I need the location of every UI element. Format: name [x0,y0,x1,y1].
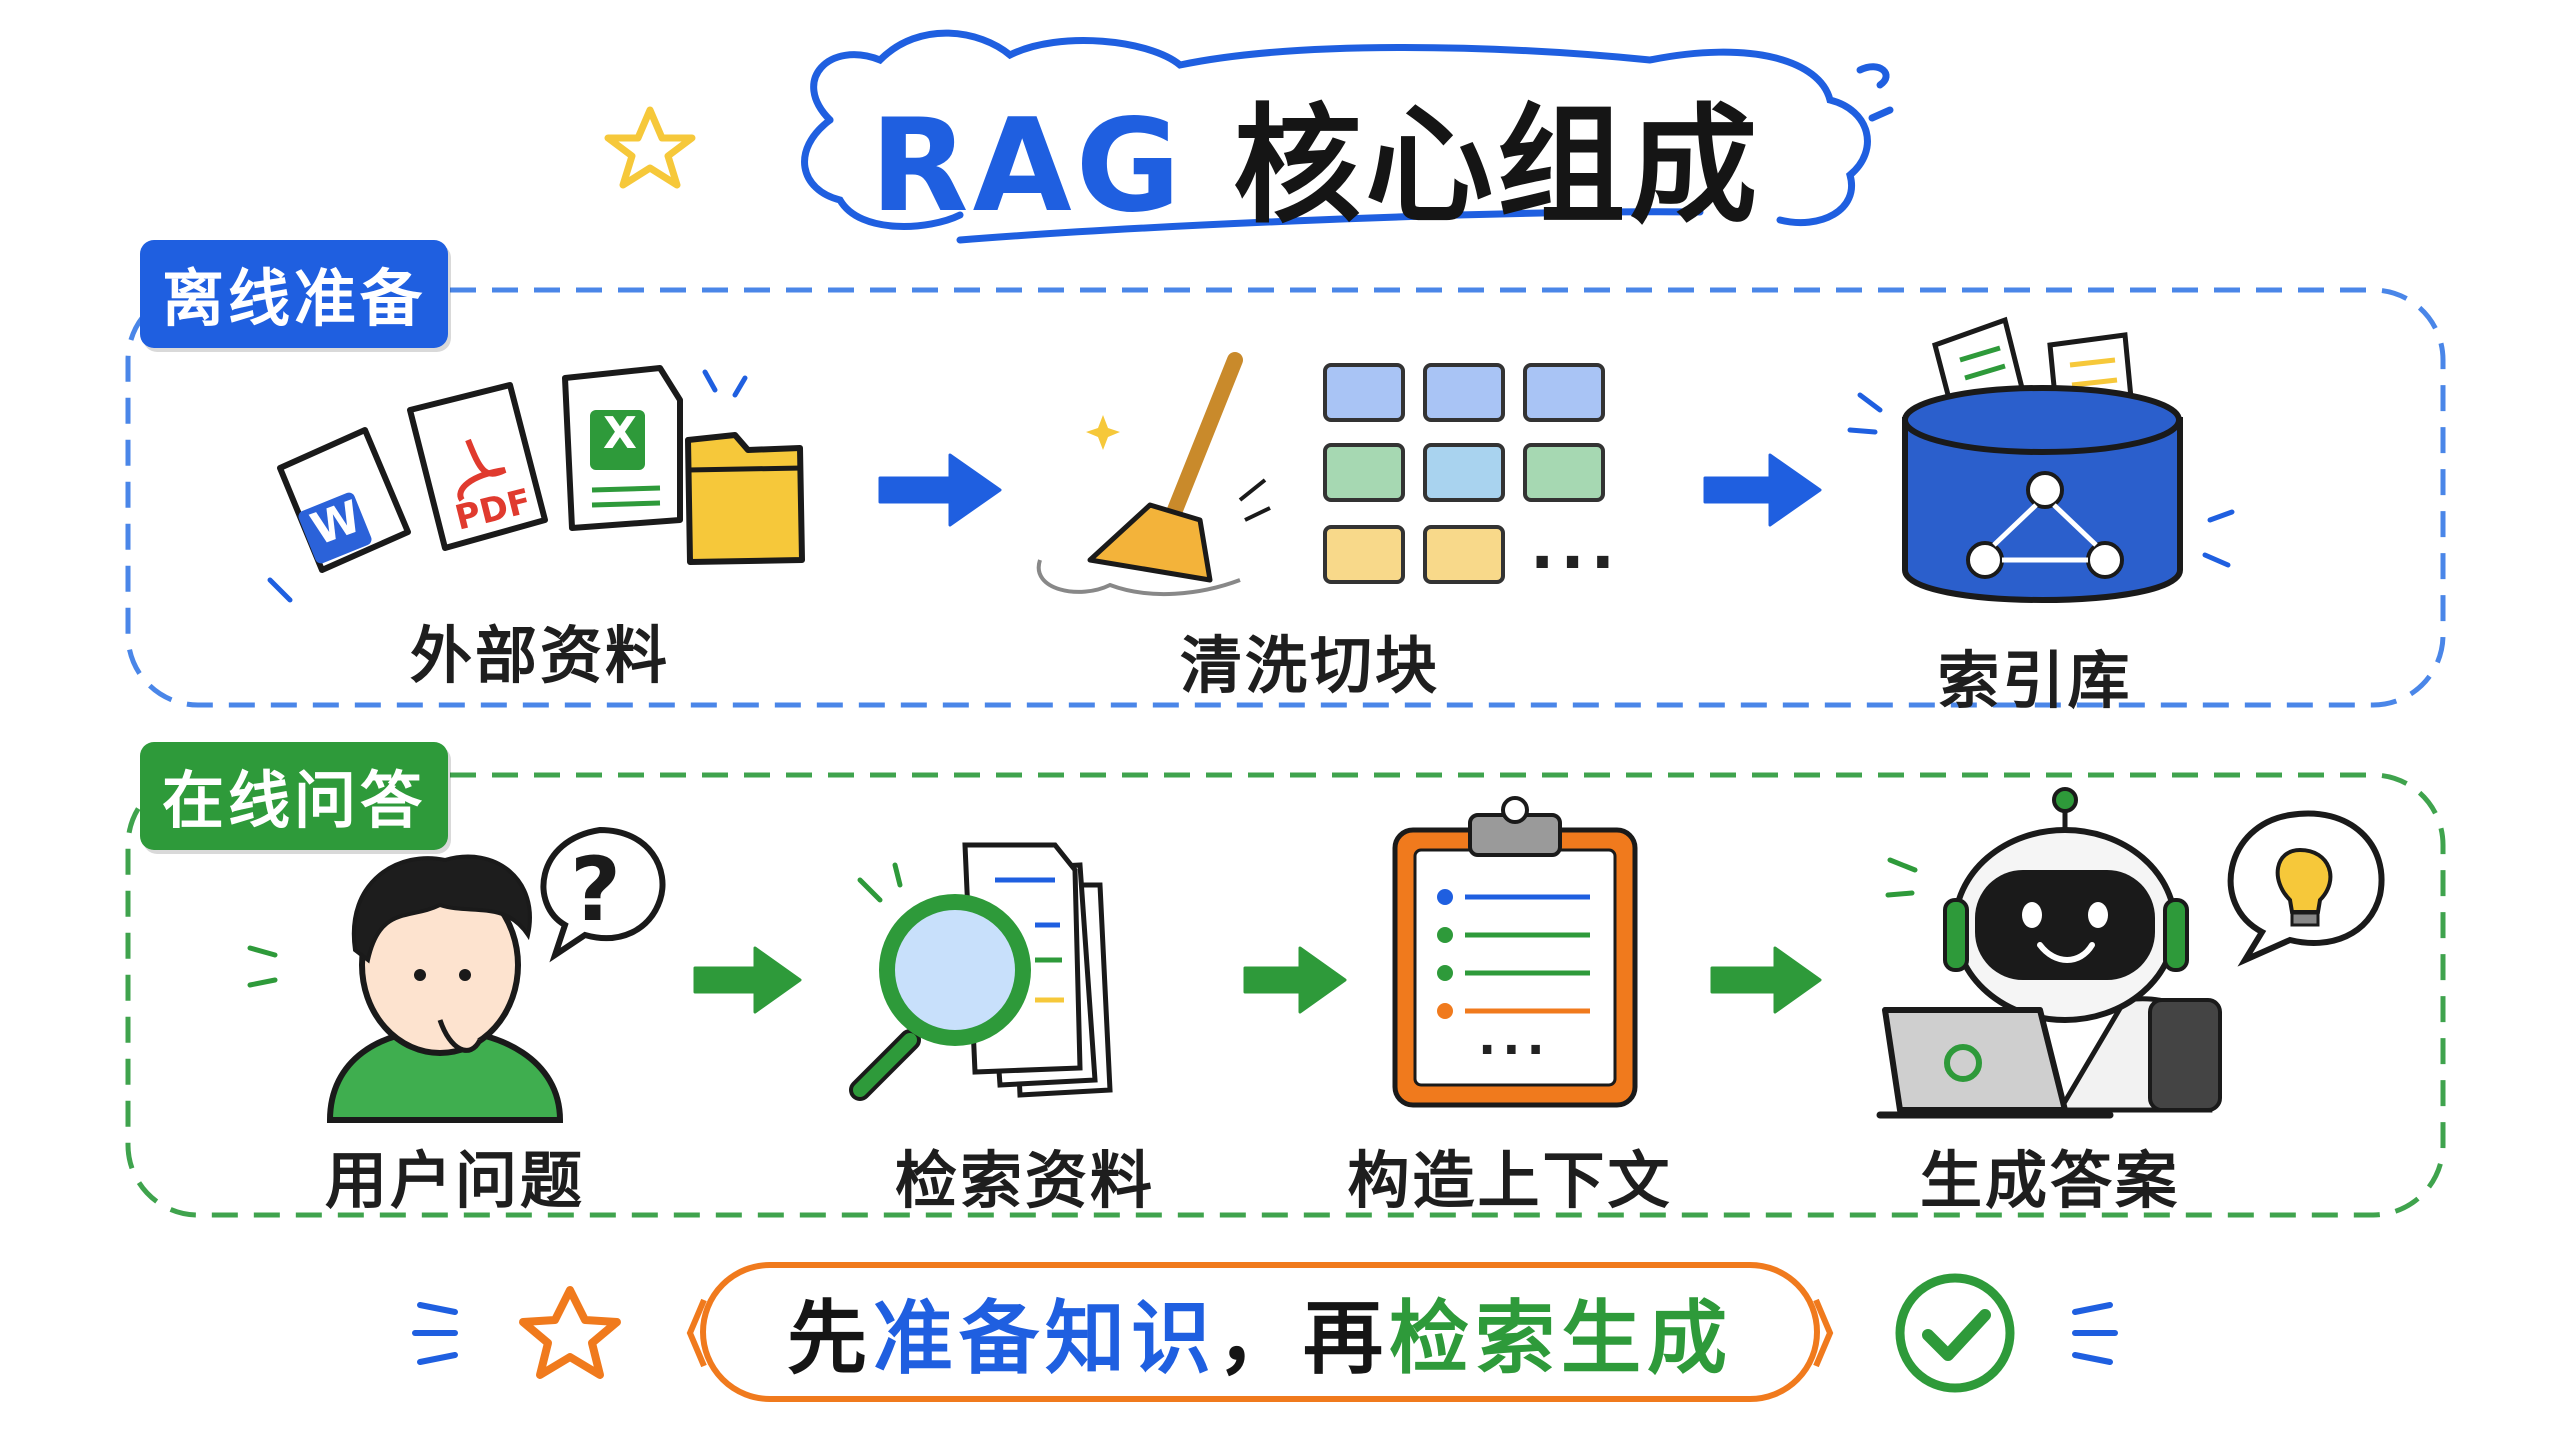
arrow-right-icon [1710,946,1822,1014]
online-section-label: 在线问答 [140,742,449,850]
step-retrieve-data: 检索资料 [894,1144,1156,1217]
folder-icon [685,432,805,565]
sparkle-lines-icon [267,369,748,603]
arrow-right-icon [1243,946,1347,1014]
word-document-icon [277,427,411,573]
step-clean-chunk: 清洗切块 [1179,629,1441,702]
broom-icon [1036,352,1271,597]
index-database-icon [1902,316,2183,603]
checkmark-icon [1895,1273,2015,1393]
step-user-question: 用户问题 [324,1144,586,1217]
star-icon [519,1286,621,1379]
question-mark: ? [570,838,622,941]
summary-part-4: 检索生成 [1389,1292,1733,1385]
user-avatar-icon [326,854,564,1123]
arrow-right-icon [693,946,802,1014]
arrow-right-icon [1703,453,1822,527]
offline-section-box [125,287,2446,708]
title-suffix: 核心组成 [1233,92,1762,241]
lightbulb-bubble-icon [2227,810,2385,967]
pdf-document-icon [407,382,548,551]
summary-banner: 先 准备知识 ，再 检索生成 [700,1262,1820,1402]
robot-assistant-icon [1876,787,2222,1119]
sparkle-lines-icon [1847,392,2235,568]
online-section-box [125,772,2446,1218]
summary-part-2: 准备知识 [873,1292,1217,1385]
step-build-context: 构造上下文 [1347,1144,1673,1217]
excel-document-icon [562,365,683,531]
step-external-data: 外部资料 [409,619,671,692]
search-documents-icon [849,842,1113,1101]
pill-right-point [1813,1298,1834,1368]
question-bubble-icon [540,826,666,963]
context-more-ellipsis: ... [1478,1010,1551,1066]
title-prefix: RAG [870,92,1185,241]
star-icon [604,106,696,189]
pill-left-point [686,1298,707,1368]
sparkle-lines-icon [412,1302,2118,1365]
chunks-grid-icon [1323,363,1605,584]
sparkle-lines-icon [1885,857,1918,898]
sparkle-lines-icon [857,862,903,903]
excel-letter: X [603,408,637,459]
summary-part-3: ，再 [1217,1292,1389,1385]
arrow-right-icon [878,453,1002,527]
summary-part-1: 先 [787,1292,873,1385]
offline-section-label: 离线准备 [140,240,449,348]
diagram-title: RAG 核心组成 [870,62,1761,247]
step-index-store: 索引库 [1937,644,2133,717]
sparkle-lines-icon [247,945,278,988]
step-generate-answer: 生成答案 [1919,1144,2181,1217]
chunks-more-ellipsis: ... [1530,510,1621,584]
clipboard-context-icon [1392,796,1638,1108]
title-cloud-outline [801,29,1894,244]
